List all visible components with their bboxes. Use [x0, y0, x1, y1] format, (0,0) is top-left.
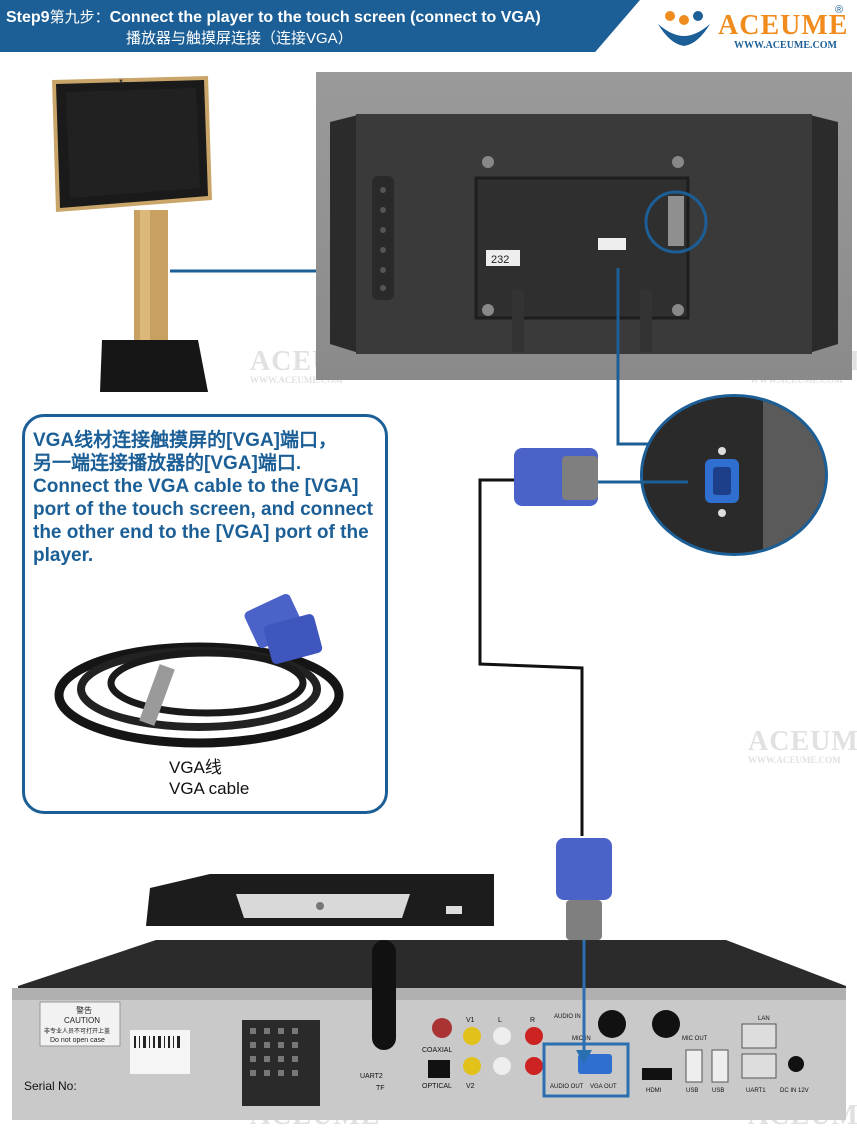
- uart2-label: UART2: [360, 1073, 383, 1080]
- vga-cable-coil-image: [54, 593, 344, 748]
- instruction-zh-1: VGA线材连接触摸屏的[VGA]端口，: [33, 430, 338, 451]
- step-header: Step9第九步：Connect the player to the touch…: [0, 0, 640, 52]
- lan-label: LAN: [758, 1016, 770, 1022]
- tf-label: TF: [376, 1085, 385, 1092]
- caution-zh: 警告: [76, 1005, 92, 1015]
- instruction-zh-2: 另一端连接播放器的[VGA]端口.: [33, 453, 302, 474]
- instruction-en: Connect the VGA cable to the [VGA] port …: [33, 476, 373, 566]
- caution-en: CAUTION: [64, 1016, 100, 1025]
- registered-mark: ®: [835, 4, 844, 16]
- r-label: R: [530, 1017, 535, 1024]
- serial-no-label: Serial No:: [24, 1079, 77, 1093]
- dc-in-label: DC IN 12V: [780, 1088, 809, 1094]
- mic-in-label: MIC IN: [572, 1036, 591, 1042]
- logo-brand-text: ACEUME: [718, 10, 849, 41]
- v2-label: V2: [466, 1083, 475, 1090]
- coaxial-label: COAXIAL: [422, 1047, 452, 1054]
- step-title-zh: 播放器与触摸屏连接（连接VGA）: [126, 30, 353, 47]
- touch-screen-back-photo: 232: [316, 72, 852, 380]
- watermark: ACEUME WWW.ACEUME.COM: [748, 726, 857, 765]
- screen-back-illustration: 232: [330, 114, 838, 354]
- touch-screen-kiosk: ▼: [52, 76, 212, 392]
- brand-logo: ACEUME WWW.ACEUME.COM ®: [650, 4, 850, 54]
- player-top-view: [140, 868, 496, 932]
- audio-in-label: AUDIO IN: [554, 1014, 581, 1020]
- instruction-callout: VGA线材连接触摸屏的[VGA]端口， 另一端连接播放器的[VGA]端口. Co…: [22, 414, 388, 814]
- caution-en-2: Do not open case: [50, 1037, 105, 1044]
- watermark-brand: ACEUME: [748, 726, 857, 757]
- player-back-illustration: 警告 CAUTION 非专业人员不可打开上盖 Do not open case …: [12, 940, 846, 1120]
- caution-zh-2: 非专业人员不可打开上盖: [44, 1027, 110, 1035]
- port-232-label: 232: [491, 254, 509, 266]
- cable-caption-zh: VGA线: [169, 758, 222, 777]
- player-back-panel: 警告 CAUTION 非专业人员不可打开上盖 Do not open case …: [6, 940, 852, 1126]
- watermark-url: WWW.ACEUME.COM: [750, 375, 857, 385]
- audio-out-label: AUDIO OUT: [550, 1084, 584, 1090]
- svg-text:▼: ▼: [118, 79, 124, 85]
- step-label-zh: 第九步：: [49, 9, 110, 26]
- cable-caption: VGA线 VGA cable: [169, 757, 249, 799]
- mic-out-label: MIC OUT: [682, 1036, 708, 1042]
- optical-label: OPTICAL: [422, 1083, 452, 1090]
- vga-port-closeup: [643, 397, 825, 553]
- watermark-url: WWW.ACEUME.COM: [748, 755, 841, 765]
- watermark-url: WWW.ACEUME.COM: [250, 375, 343, 385]
- uart1-label: UART1: [746, 1088, 766, 1094]
- usb-label-2: USB: [712, 1088, 724, 1094]
- logo-url-text: WWW.ACEUME.COM: [734, 40, 837, 51]
- hdmi-label: HDMI: [646, 1088, 662, 1094]
- vga-port-detail-circle: [640, 394, 828, 556]
- l-label: L: [498, 1017, 502, 1024]
- step-title-en: Connect the player to the touch screen (…: [109, 9, 541, 26]
- instruction-text: VGA线材连接触摸屏的[VGA]端口， 另一端连接播放器的[VGA]端口. Co…: [33, 429, 381, 567]
- v1-label: V1: [466, 1017, 475, 1024]
- header-line-1: Step9第九步：Connect the player to the touch…: [6, 6, 541, 27]
- vga-out-label: VGA OUT: [590, 1084, 617, 1090]
- people-logo-icon: [658, 11, 710, 46]
- connector-line: [170, 269, 316, 273]
- player-front-illustration: [146, 874, 494, 926]
- cable-caption-en: VGA cable: [169, 779, 250, 798]
- step-label: Step9: [6, 9, 50, 26]
- usb-label-1: USB: [686, 1088, 698, 1094]
